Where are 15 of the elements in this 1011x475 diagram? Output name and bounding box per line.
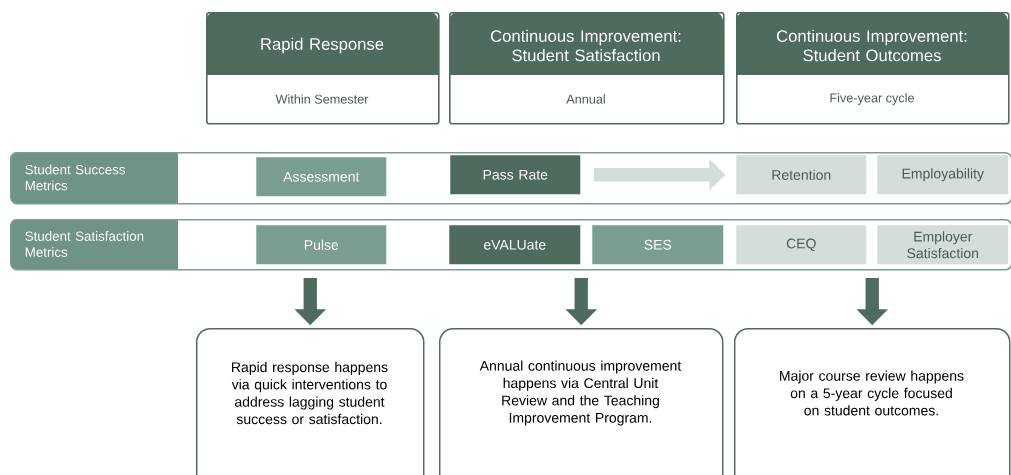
description-box: Rapid response happens via quick interventions to address lagging student success or satisfaction. bbox=[196, 328, 425, 475]
metric-tile: Employer Satisfaction bbox=[877, 225, 1009, 265]
header-card: Rapid Response Within Semester bbox=[206, 12, 440, 125]
metric-tile: eVALUate bbox=[449, 225, 581, 265]
header-card: Continuous Improvement: Student Outcomes Five-year cycle bbox=[736, 12, 1010, 125]
metric-tile: Retention bbox=[736, 155, 867, 195]
metric-tile: Assessment bbox=[256, 157, 387, 197]
metric-tile: CEQ bbox=[736, 225, 867, 265]
description-box: Annual continuous improvement happens via Central Unit Review and the Teaching Improvement Program. bbox=[439, 328, 724, 475]
description-box: Major course review happens on a 5-year cycle focused on student outcomes. bbox=[734, 328, 1011, 475]
metric-tile: Pulse bbox=[256, 225, 387, 265]
metric-tile: Pass Rate bbox=[450, 155, 581, 195]
metric-tile: SES bbox=[592, 225, 724, 265]
header-card: Continuous Improvement: Student Satisfaction Annual bbox=[449, 12, 725, 125]
metric-tile: Employability bbox=[877, 155, 1009, 195]
